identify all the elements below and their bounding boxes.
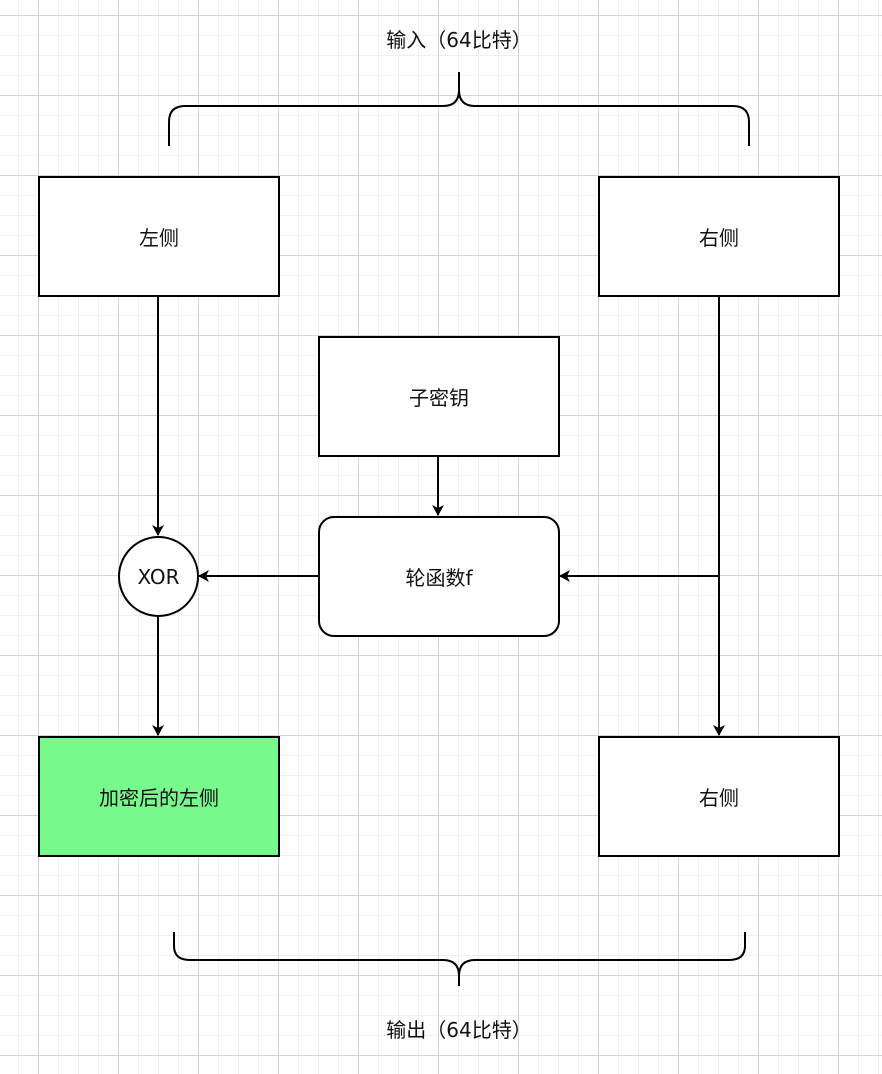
right-output-box[interactable]: 右侧 — [598, 736, 840, 857]
left-input-box[interactable]: 左侧 — [38, 176, 280, 297]
xor-node[interactable]: XOR — [118, 536, 199, 617]
xor-label: XOR — [137, 564, 180, 589]
right-output-label: 右侧 — [699, 786, 739, 810]
encrypted-left-box[interactable]: 加密后的左侧 — [38, 736, 280, 857]
left-input-label: 左侧 — [139, 226, 179, 250]
encrypted-left-label: 加密后的左侧 — [99, 786, 219, 810]
input-label: 输入（64比特） — [386, 28, 532, 52]
output-brace — [173, 932, 746, 986]
subkey-box[interactable]: 子密钥 — [318, 336, 560, 457]
subkey-label: 子密钥 — [409, 386, 469, 410]
output-label: 输出（64比特） — [386, 1018, 532, 1042]
round-function-label: 轮函数f — [405, 566, 473, 590]
round-function-box[interactable]: 轮函数f — [318, 516, 560, 637]
right-input-label: 右侧 — [699, 226, 739, 250]
input-brace — [168, 72, 750, 146]
right-input-box[interactable]: 右侧 — [598, 176, 840, 297]
